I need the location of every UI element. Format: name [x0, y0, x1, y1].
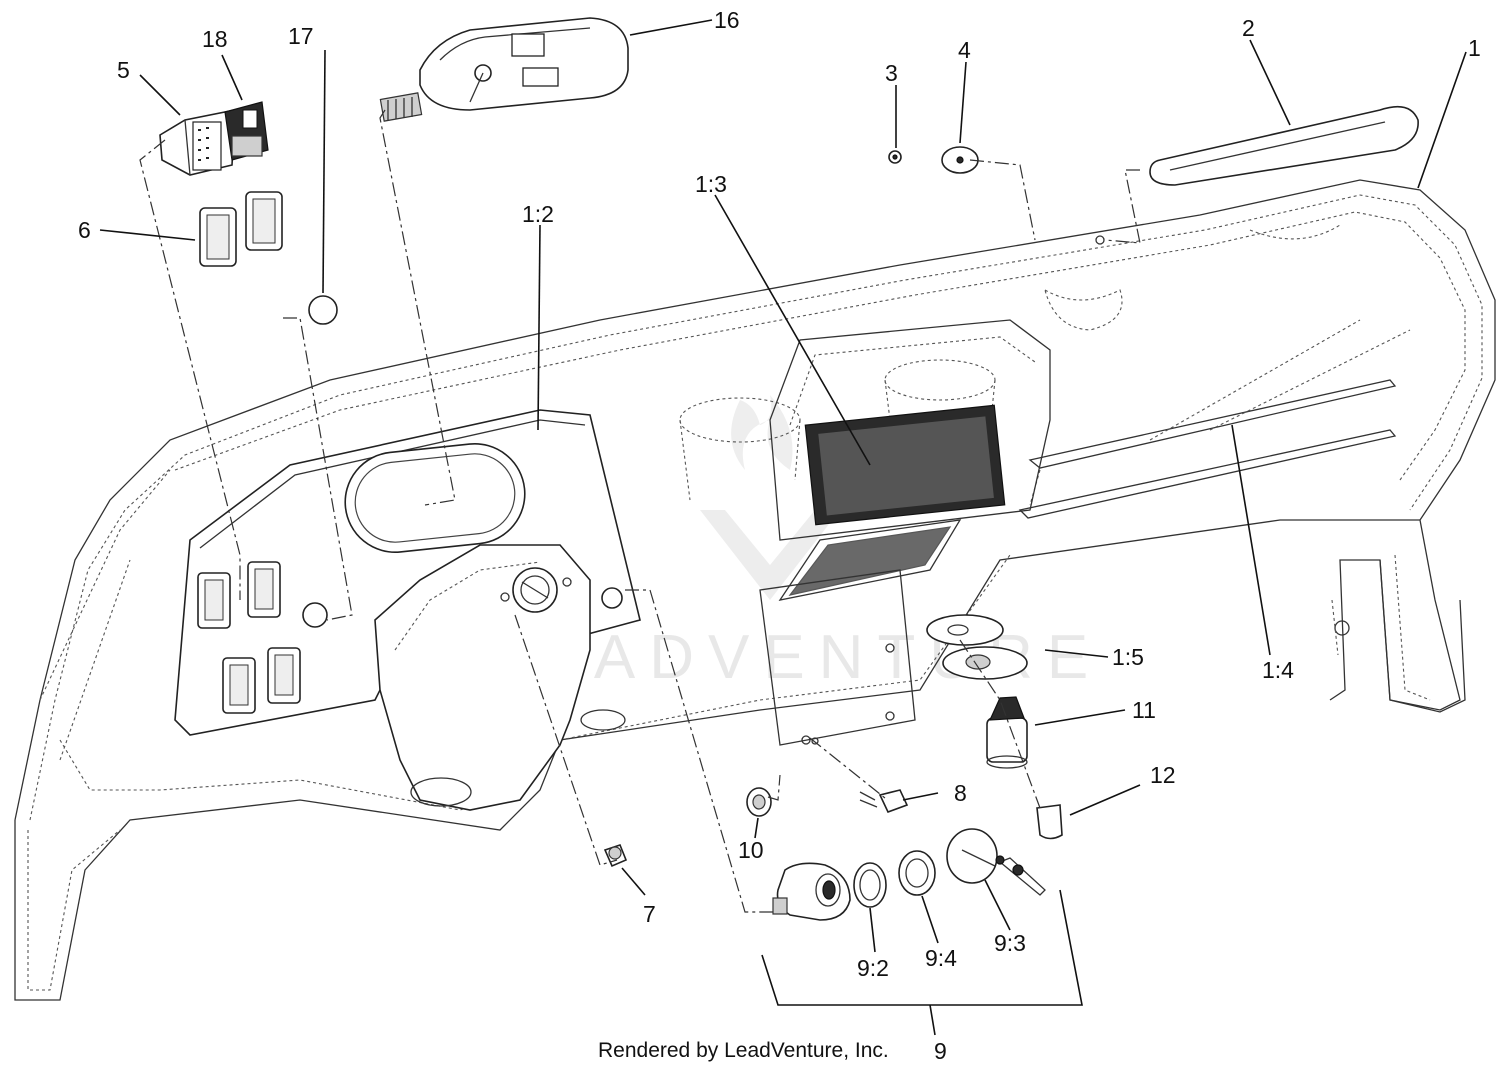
- key-switch-assembly: [772, 828, 1046, 921]
- washer-and-screw: [888, 146, 1105, 245]
- callout-11: 11: [1132, 697, 1156, 723]
- gauge-window: [344, 443, 526, 553]
- callout-9: 9: [934, 1038, 947, 1064]
- assembly-lines: [139, 109, 1141, 913]
- callout-1: 1: [1468, 35, 1481, 61]
- callout-1-2: 1:2: [522, 201, 554, 227]
- callout-6: 6: [78, 217, 91, 243]
- plug-hole: [302, 602, 328, 628]
- callout-2: 2: [1242, 15, 1255, 41]
- callout-1-5: 1:5: [1112, 644, 1144, 670]
- callout-17: 17: [288, 23, 314, 49]
- callout-4: 4: [958, 37, 971, 63]
- fasteners: [603, 737, 909, 868]
- center-console: [759, 319, 1051, 746]
- callout-16: 16: [714, 7, 740, 33]
- leader-lines: [99, 19, 1467, 1036]
- gauge-assembly: [379, 17, 629, 122]
- dash-body: [14, 179, 1496, 1001]
- callout-1-3: 1:3: [695, 171, 727, 197]
- callout-5: 5: [117, 57, 130, 83]
- steering-column: [374, 544, 626, 811]
- callout-8: 8: [954, 780, 967, 806]
- callout-9-2: 9:2: [857, 955, 889, 981]
- rocker-switches: [159, 101, 269, 176]
- hole-plug: [308, 295, 338, 325]
- callout-7: 7: [643, 901, 656, 927]
- render-credit: Rendered by LeadVenture, Inc.: [598, 1039, 889, 1062]
- accessory-outlet: [926, 614, 1063, 840]
- switch-bezels: [199, 191, 283, 267]
- callout-10: 10: [738, 837, 764, 863]
- callout-9-4: 9:4: [925, 945, 957, 971]
- callout-labels: 1 2 3 4 5 6 7 8 9 10 11 12 16 17 18 1:2 …: [78, 7, 1481, 1064]
- callout-18: 18: [202, 26, 228, 52]
- instrument-panel: [174, 409, 641, 736]
- callout-9-3: 9:3: [994, 930, 1026, 956]
- callout-12: 12: [1150, 762, 1176, 788]
- grab-handle: [1149, 105, 1419, 186]
- callout-1-4: 1:4: [1262, 657, 1294, 683]
- callout-3: 3: [885, 60, 898, 86]
